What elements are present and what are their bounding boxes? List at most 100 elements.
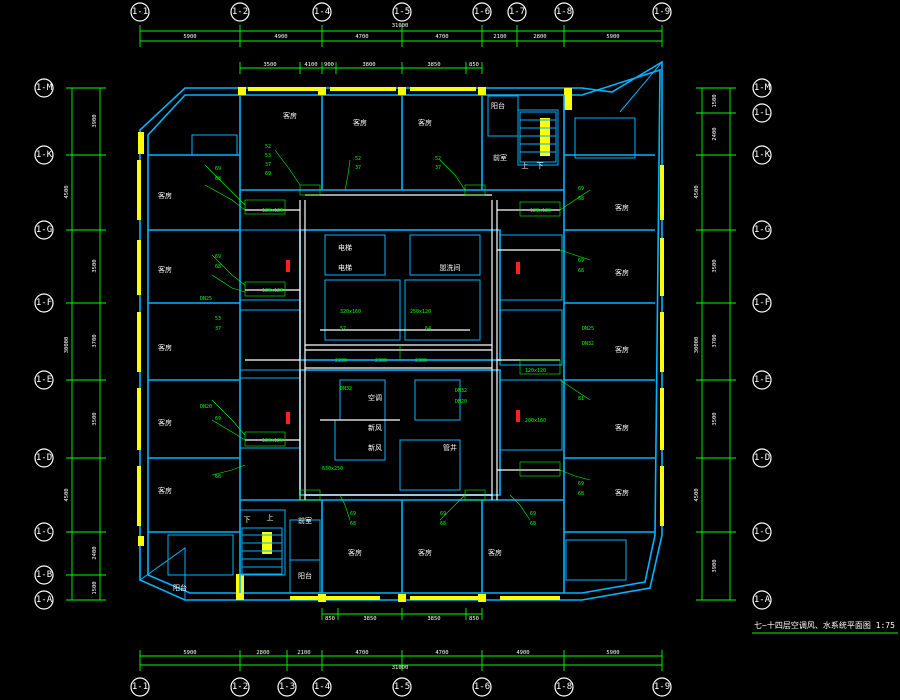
svg-text:1-A: 1-A — [754, 595, 771, 605]
axis-bubble-right-2[interactable]: 1-L — [752, 103, 772, 123]
axis-bubble-right-3[interactable]: 1-K — [752, 145, 772, 165]
axis-bubble-left-3[interactable]: 1-G — [34, 220, 54, 240]
pipe-size-label-1: DN32 — [340, 386, 352, 392]
room-label-guest-9: 客房 — [615, 203, 629, 212]
axis-bubble-bottom-6[interactable]: 1-6 — [472, 677, 492, 697]
duct-size-label-11: 120x120 — [525, 368, 546, 374]
svg-text:1-6: 1-6 — [474, 682, 490, 692]
axis-bubble-bottom-7[interactable]: 1-8 — [554, 677, 574, 697]
axis-bubble-right-9[interactable]: 1-A — [752, 590, 772, 610]
axis-bubble-left-9[interactable]: 1-A — [34, 590, 54, 610]
axis-bubble-top-6[interactable]: 1-7 — [507, 2, 527, 22]
duct-size-label-2: 250x120 — [410, 309, 431, 315]
pipe-size-label-3: DN20 — [455, 399, 467, 405]
axis-bubble-left-7[interactable]: 1-C — [34, 522, 54, 542]
axis-bubble-top-2[interactable]: 1-2 — [230, 2, 250, 22]
axis-bubble-top-7[interactable]: 1-8 — [554, 2, 574, 22]
axis-bubble-right-6[interactable]: 1-E — [752, 370, 772, 390]
bottom-dim-2: 2800 — [256, 650, 269, 656]
tag-label-9: 69 — [215, 166, 221, 172]
svg-text:1-G: 1-G — [754, 225, 770, 235]
svg-text:1-4: 1-4 — [314, 682, 330, 692]
tag-label-1: 52 — [265, 144, 271, 150]
right-dimension-chain: 1500 2400 4500 3500 3700 3500 4500 3900 … — [694, 87, 736, 601]
svg-text:1-6: 1-6 — [474, 7, 490, 17]
room-label-balcony-sw: 阳台 — [173, 583, 187, 592]
axis-bubble-bottom-3[interactable]: 1-3 — [277, 677, 297, 697]
svg-text:1-3: 1-3 — [279, 682, 295, 692]
room-label-guest-13: 客房 — [615, 488, 629, 497]
right-dim-7: 4500 — [694, 488, 700, 501]
room-label-guest-2: 客房 — [353, 118, 367, 127]
tag-label-7: 52 — [435, 156, 441, 162]
svg-text:1-E: 1-E — [754, 375, 770, 385]
room-label-guest-15: 客房 — [418, 548, 432, 557]
right-dim-1: 1500 — [712, 94, 718, 107]
axis-bubble-top-8[interactable]: 1-9 — [652, 2, 672, 22]
svg-text:1-9: 1-9 — [654, 7, 670, 17]
axis-bubble-bottom-8[interactable]: 1-9 — [652, 677, 672, 697]
room-label-guest-1: 客房 — [283, 111, 297, 120]
stair-south — [241, 527, 283, 575]
svg-text:1-K: 1-K — [36, 150, 53, 160]
top-dim-1: 5900 — [183, 34, 196, 40]
tag-label-22: 69 — [578, 481, 584, 487]
window-marks — [137, 87, 664, 602]
left-dim-5: 3500 — [92, 412, 98, 425]
axis-bubble-right-8[interactable]: 1-C — [752, 522, 772, 542]
svg-text:1-8: 1-8 — [556, 682, 572, 692]
bottom-inner-dim-3: 3850 — [427, 616, 440, 622]
axis-bubble-bottom-4[interactable]: 1-4 — [312, 677, 332, 697]
room-label-lift-2: 电梯 — [338, 263, 352, 272]
duct-size-label-5: 2300 — [415, 358, 427, 364]
axis-bubble-top-5[interactable]: 1-6 — [472, 2, 492, 22]
axis-bubbles-right: 1-M 1-L 1-K 1-G 1-F 1-E 1-D 1-C 1-A — [752, 78, 772, 610]
tag-label-20: 68 — [578, 268, 584, 274]
bottom-total-dim: 31000 — [392, 665, 409, 671]
tag-label-23: 68 — [578, 491, 584, 497]
interior-walls — [148, 95, 655, 594]
top-inner-dimension-chain: 3500 4100 900 3800 3850 850 — [239, 62, 483, 74]
axis-bubble-top-4[interactable]: 1-5 — [392, 2, 412, 22]
axis-bubble-left-5[interactable]: 1-E — [34, 370, 54, 390]
right-dim-6: 3500 — [712, 412, 718, 425]
axis-bubble-bottom-5[interactable]: 1-5 — [392, 677, 412, 697]
axis-bubble-right-4[interactable]: 1-G — [752, 220, 772, 240]
top-inner-dim-3: 900 — [324, 62, 334, 68]
room-label-guest-3: 客房 — [418, 118, 432, 127]
axis-bubble-top-1[interactable]: 1-1 — [130, 2, 150, 22]
axis-bubble-left-1[interactable]: 1-M — [34, 78, 54, 98]
axis-bubble-left-4[interactable]: 1-F — [34, 293, 54, 313]
axis-bubble-right-5[interactable]: 1-F — [752, 293, 772, 313]
top-inner-dim-2: 4100 — [304, 62, 317, 68]
svg-text:1-5: 1-5 — [394, 682, 410, 692]
tag-label-4: 69 — [265, 171, 271, 177]
svg-text:1-2: 1-2 — [232, 7, 248, 17]
tag-label-29: 68 — [530, 521, 536, 527]
axis-bubbles-left: 1-M 1-K 1-G 1-F 1-E 1-D 1-C 1-B 1-A — [34, 78, 54, 610]
axis-bubble-top-3[interactable]: 1-4 — [312, 2, 332, 22]
svg-text:1-4: 1-4 — [314, 7, 330, 17]
duct-size-label-6: 630x250 — [322, 466, 343, 472]
left-dim-4: 3700 — [92, 334, 98, 347]
duct-size-label-7: 120x120 — [262, 208, 283, 214]
axis-bubble-bottom-2[interactable]: 1-2 — [230, 677, 250, 697]
tag-label-5: 52 — [355, 156, 361, 162]
tag-label-13: 53 — [215, 316, 221, 322]
pipe-size-label-2: DN32 — [455, 388, 467, 394]
axis-bubble-left-2[interactable]: 1-K — [34, 145, 54, 165]
axis-bubble-right-7[interactable]: 1-D — [752, 448, 772, 468]
duct-size-label-4: 2300 — [375, 358, 387, 364]
svg-text:1-K: 1-K — [754, 150, 771, 160]
tag-label-27: 68 — [440, 521, 446, 527]
tag-label-16: 68 — [215, 474, 221, 480]
svg-text:1-A: 1-A — [36, 595, 53, 605]
top-dim-2: 4900 — [274, 34, 287, 40]
room-label-guest-10: 客房 — [615, 268, 629, 277]
axis-bubble-left-6[interactable]: 1-D — [34, 448, 54, 468]
top-dimension-chain: 31000 5900 4900 4700 4700 2100 2800 5900 — [139, 23, 663, 47]
axis-bubble-left-8[interactable]: 1-B — [34, 565, 54, 585]
tag-label-10: 68 — [215, 176, 221, 182]
axis-bubble-right-1[interactable]: 1-M — [752, 78, 772, 98]
axis-bubble-bottom-1[interactable]: 1-1 — [130, 677, 150, 697]
